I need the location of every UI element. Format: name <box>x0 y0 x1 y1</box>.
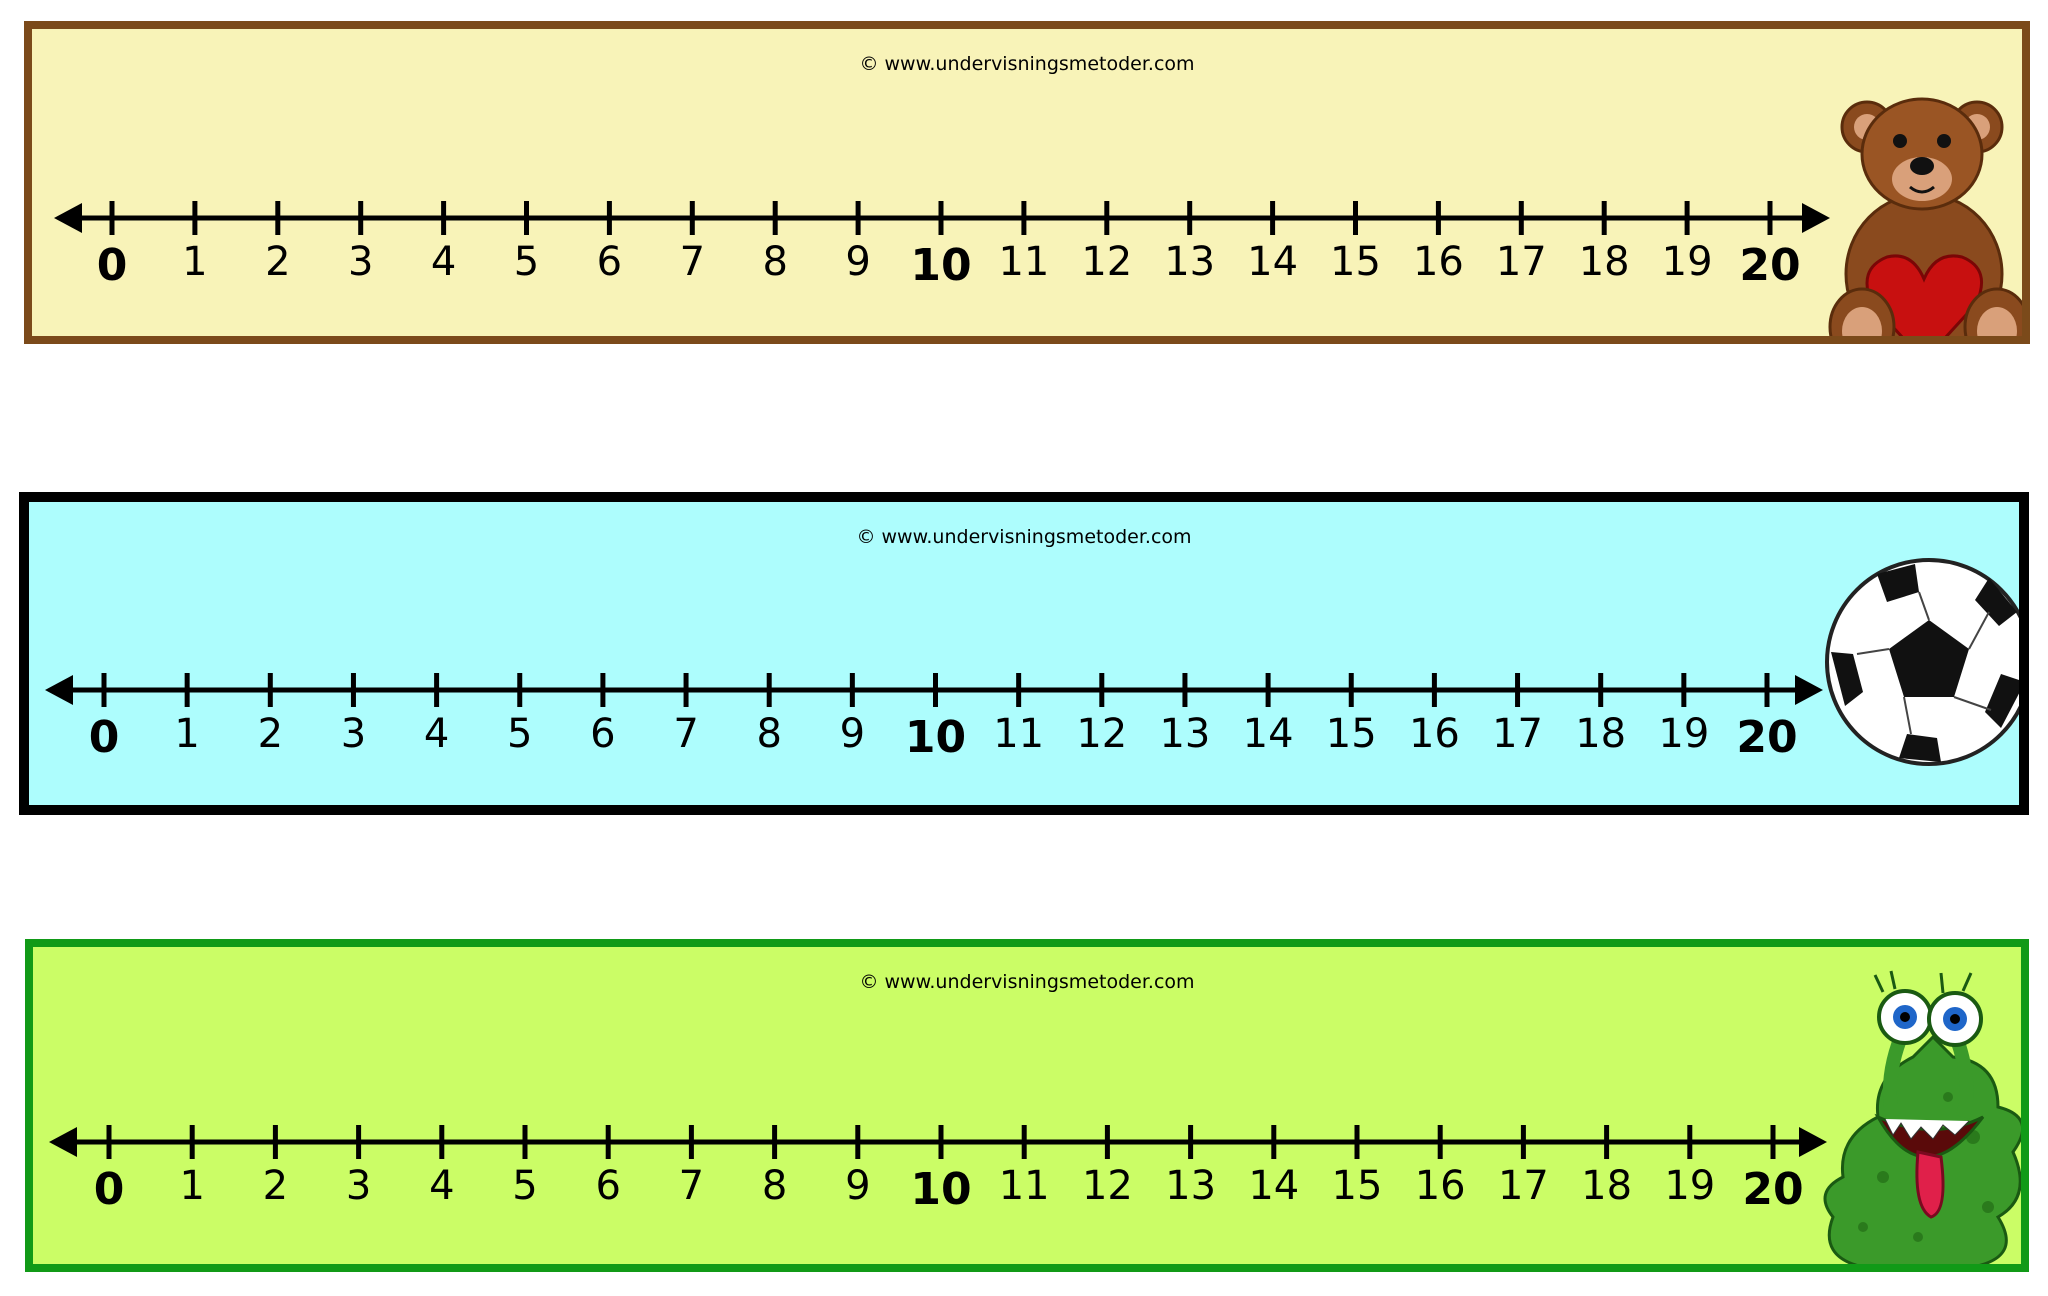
tick-label: 3 <box>348 239 373 285</box>
tick-label: 5 <box>514 239 539 285</box>
tick-label: 6 <box>597 239 622 285</box>
copyright-credit: © www.undervisningsmetoder.com <box>859 971 1195 993</box>
tick-label: 7 <box>680 239 705 285</box>
copyright-credit: © www.undervisningsmetoder.com <box>859 53 1195 75</box>
tick-label: 10 <box>910 1164 971 1215</box>
left-arrow-head <box>54 203 82 233</box>
tick-label: 12 <box>1082 1163 1133 1209</box>
tick-label: 4 <box>429 1163 454 1209</box>
tick-label: 12 <box>1076 711 1127 757</box>
tick-label: 19 <box>1658 711 1709 757</box>
tick-label: 20 <box>1736 712 1797 763</box>
tick-label: 15 <box>1332 1163 1383 1209</box>
tick-label: 10 <box>910 240 971 291</box>
tick-label: 17 <box>1492 711 1543 757</box>
tick-label: 11 <box>993 711 1044 757</box>
tick-label: 4 <box>424 711 449 757</box>
tick-label: 20 <box>1742 1164 1803 1215</box>
tick-label: 1 <box>179 1163 204 1209</box>
tick-label: 16 <box>1409 711 1460 757</box>
tick-label: 1 <box>182 239 207 285</box>
tick-label: 4 <box>431 239 456 285</box>
tick-label: 17 <box>1498 1163 1549 1209</box>
tick-marks <box>106 1125 1776 1159</box>
left-arrow-head <box>49 1127 77 1157</box>
tick-label: 0 <box>89 712 120 763</box>
tick-label: 8 <box>762 1163 787 1209</box>
tick-label: 5 <box>507 711 532 757</box>
tick-label: 19 <box>1664 1163 1715 1209</box>
tick-label: 9 <box>845 239 870 285</box>
tick-label: 18 <box>1575 711 1626 757</box>
right-arrow-head <box>1795 675 1823 705</box>
right-arrow-head <box>1799 1127 1827 1157</box>
tick-marks <box>101 673 1770 707</box>
tick-label: 15 <box>1330 239 1381 285</box>
tick-label: 8 <box>756 711 781 757</box>
soccer-ball-picture <box>1825 558 2019 766</box>
tick-label: 15 <box>1326 711 1377 757</box>
tick-label: 18 <box>1581 1163 1632 1209</box>
tick-label: 9 <box>845 1163 870 1209</box>
tick-label: 13 <box>1165 1163 1216 1209</box>
tick-label: 8 <box>762 239 787 285</box>
number-line-axis <box>49 1127 1827 1157</box>
tick-label: 7 <box>679 1163 704 1209</box>
tick-label: 2 <box>265 239 290 285</box>
tick-label: 16 <box>1415 1163 1466 1209</box>
tick-label: 9 <box>840 711 865 757</box>
tick-label: 7 <box>673 711 698 757</box>
tick-label: 3 <box>341 711 366 757</box>
tick-label: 1 <box>174 711 199 757</box>
tick-label: 2 <box>263 1163 288 1209</box>
teddy-bear-picture <box>1828 97 2022 336</box>
tick-label: 13 <box>1164 239 1215 285</box>
tick-label: 10 <box>905 712 966 763</box>
tick-label: 16 <box>1413 239 1464 285</box>
copyright-credit: © www.undervisningsmetoder.com <box>856 526 1192 548</box>
tick-label: 11 <box>998 239 1049 285</box>
left-arrow-head <box>45 675 73 705</box>
tick-label: 19 <box>1662 239 1713 285</box>
tick-label: 17 <box>1496 239 1547 285</box>
tick-label: 2 <box>258 711 283 757</box>
tick-label: 18 <box>1579 239 1630 285</box>
tick-label: 14 <box>1248 1163 1299 1209</box>
tick-label: 13 <box>1159 711 1210 757</box>
tick-label: 0 <box>97 240 128 291</box>
tick-label: 5 <box>512 1163 537 1209</box>
tick-marks <box>109 201 1773 235</box>
tick-label: 6 <box>590 711 615 757</box>
tick-label: 14 <box>1247 239 1298 285</box>
right-arrow-head <box>1802 203 1830 233</box>
tick-label: 12 <box>1081 239 1132 285</box>
tick-label: 11 <box>999 1163 1050 1209</box>
tick-label: 14 <box>1243 711 1294 757</box>
tick-label: 20 <box>1739 240 1800 291</box>
tick-label: 0 <box>94 1164 125 1215</box>
tick-label: 6 <box>595 1163 620 1209</box>
green-monster-picture <box>1823 970 2021 1264</box>
tick-label: 3 <box>346 1163 371 1209</box>
